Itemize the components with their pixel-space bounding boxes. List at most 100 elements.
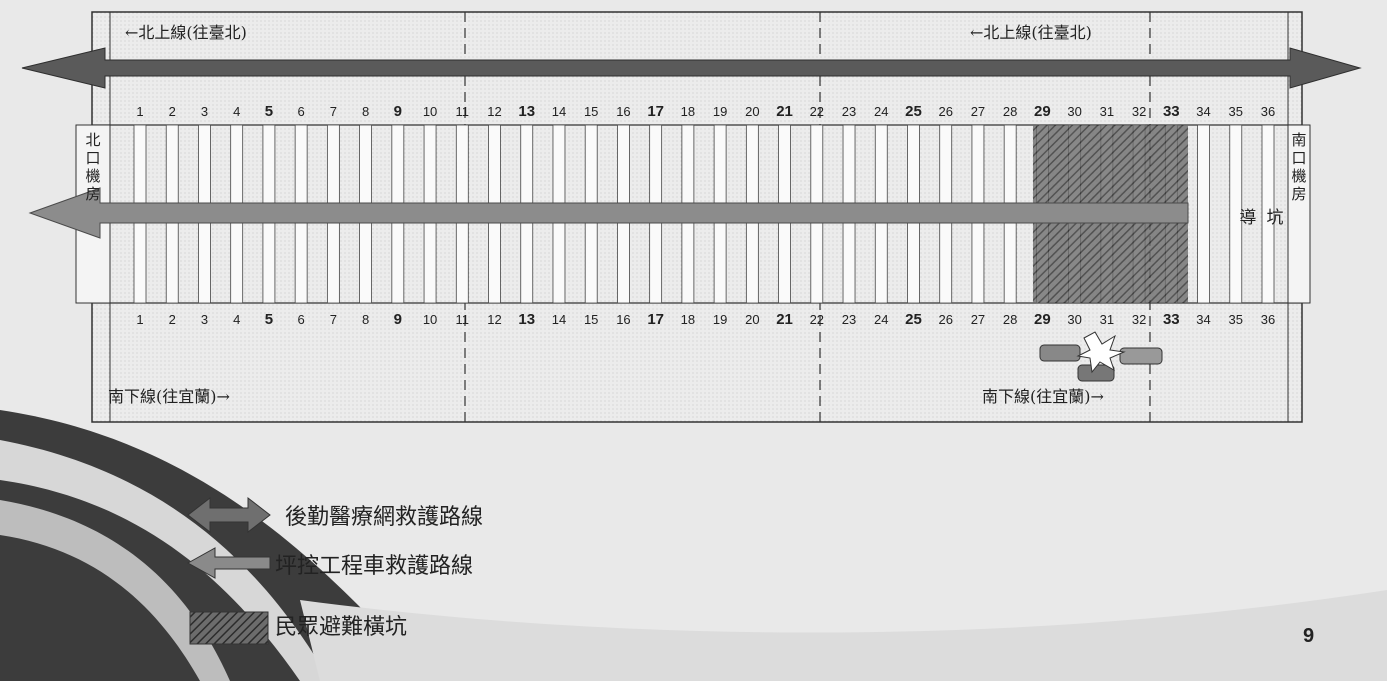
passage-number: 24 [874, 312, 888, 327]
southbound-label: 南下線(往宜蘭)→ [108, 387, 230, 406]
double-arrow-icon [187, 496, 271, 534]
passage-number: 36 [1261, 312, 1275, 327]
legend: 後勤醫療網救護路線 坪控工程車救護路線 民眾避難橫坑 [186, 496, 483, 645]
passage-number: 21 [776, 103, 793, 120]
passage-number: 23 [842, 312, 856, 327]
passage-number: 5 [265, 103, 273, 120]
engineering-route-arrow [28, 187, 1189, 239]
page-number: 9 [1303, 625, 1314, 647]
passage-number: 12 [487, 312, 501, 327]
passage-number: 8 [362, 104, 369, 119]
passage-number: 24 [874, 104, 888, 119]
passage-number: 8 [362, 312, 369, 327]
passage-number: 15 [584, 312, 598, 327]
passage-number: 34 [1196, 104, 1210, 119]
svg-text:房: 房 [1291, 185, 1306, 203]
passage-number: 21 [776, 311, 793, 328]
passage-number: 9 [394, 103, 402, 120]
passage-number: 32 [1132, 104, 1146, 119]
passage-number: 17 [647, 311, 664, 328]
passage-number: 9 [394, 311, 402, 328]
cross-passage [1261, 124, 1275, 304]
svg-text:南: 南 [1291, 131, 1306, 149]
pilot-tunnel-label-1: 導 [1240, 208, 1257, 228]
northbound-label: ←北上線(往臺北) [125, 23, 247, 42]
passage-number: 14 [552, 104, 566, 119]
south-room-label: 南 口 機 房 [1291, 131, 1306, 203]
passage-number: 31 [1100, 312, 1114, 327]
passage-number: 22 [810, 312, 824, 327]
passage-number: 16 [616, 104, 630, 119]
left-arrow-icon [186, 547, 271, 579]
svg-text:北: 北 [85, 131, 100, 149]
passage-number: 26 [938, 312, 952, 327]
passage-number: 10 [423, 312, 437, 327]
passage-number: 4 [233, 312, 240, 327]
background-swoosh [0, 410, 1387, 681]
passage-number: 12 [487, 104, 501, 119]
passage-number: 3 [201, 104, 208, 119]
accident-vehicles-icon [1039, 331, 1163, 382]
svg-text:口: 口 [85, 149, 100, 167]
passage-number: 35 [1229, 312, 1243, 327]
passage-number: 11 [456, 312, 470, 327]
passage-number: 17 [647, 103, 664, 120]
legend-label-engineering: 坪控工程車救護路線 [275, 554, 473, 579]
passage-number: 13 [518, 103, 535, 120]
passage-number: 5 [265, 311, 273, 328]
passage-number: 1 [136, 312, 143, 327]
cross-passage [1229, 124, 1243, 304]
passage-number: 25 [905, 311, 922, 328]
passage-number: 30 [1067, 312, 1081, 327]
cross-passage [1197, 124, 1210, 304]
passage-number: 4 [233, 104, 240, 119]
passage-number: 20 [745, 312, 759, 327]
passage-number: 14 [552, 312, 566, 327]
svg-text:口: 口 [1291, 149, 1306, 167]
svg-text:機: 機 [85, 167, 100, 185]
passage-number: 13 [518, 311, 535, 328]
passage-number: 20 [745, 104, 759, 119]
logistics-route-arrow [21, 47, 1362, 89]
passage-number: 33 [1163, 311, 1180, 328]
passage-number: 36 [1261, 104, 1275, 119]
passage-number: 15 [584, 104, 598, 119]
passage-number: 2 [169, 104, 176, 119]
north-room-label: 北 口 機 房 [85, 131, 100, 203]
svg-text:房: 房 [85, 185, 100, 203]
passage-number: 10 [423, 104, 437, 119]
passage-number: 27 [971, 312, 985, 327]
passage-number: 28 [1003, 312, 1017, 327]
passage-number: 7 [330, 312, 337, 327]
passage-number: 18 [681, 104, 695, 119]
passage-number: 28 [1003, 104, 1017, 119]
passage-number: 19 [713, 104, 727, 119]
hatched-box-icon [189, 611, 269, 645]
passage-number: 6 [298, 104, 305, 119]
passage-number: 3 [201, 312, 208, 327]
passage-number: 26 [938, 104, 952, 119]
passage-number: 32 [1132, 312, 1146, 327]
passage-number: 19 [713, 312, 727, 327]
svg-text:機: 機 [1291, 167, 1306, 185]
passage-number: 7 [330, 104, 337, 119]
passage-number: 33 [1163, 103, 1180, 120]
passage-number: 1 [136, 104, 143, 119]
pilot-tunnel-label-2: 坑 [1267, 208, 1284, 228]
passage-number: 27 [971, 104, 985, 119]
passage-number: 2 [169, 312, 176, 327]
passage-number: 11 [456, 104, 470, 119]
passage-number: 16 [616, 312, 630, 327]
passage-number: 29 [1034, 311, 1051, 328]
passage-number: 23 [842, 104, 856, 119]
passage-number: 31 [1100, 104, 1114, 119]
northbound-label-right: ←北上線(往臺北) [970, 23, 1092, 42]
southbound-label-right: 南下線(往宜蘭)→ [982, 387, 1104, 406]
passage-number: 29 [1034, 103, 1051, 120]
passage-number: 30 [1067, 104, 1081, 119]
passage-number: 25 [905, 103, 922, 120]
passage-number: 22 [810, 104, 824, 119]
